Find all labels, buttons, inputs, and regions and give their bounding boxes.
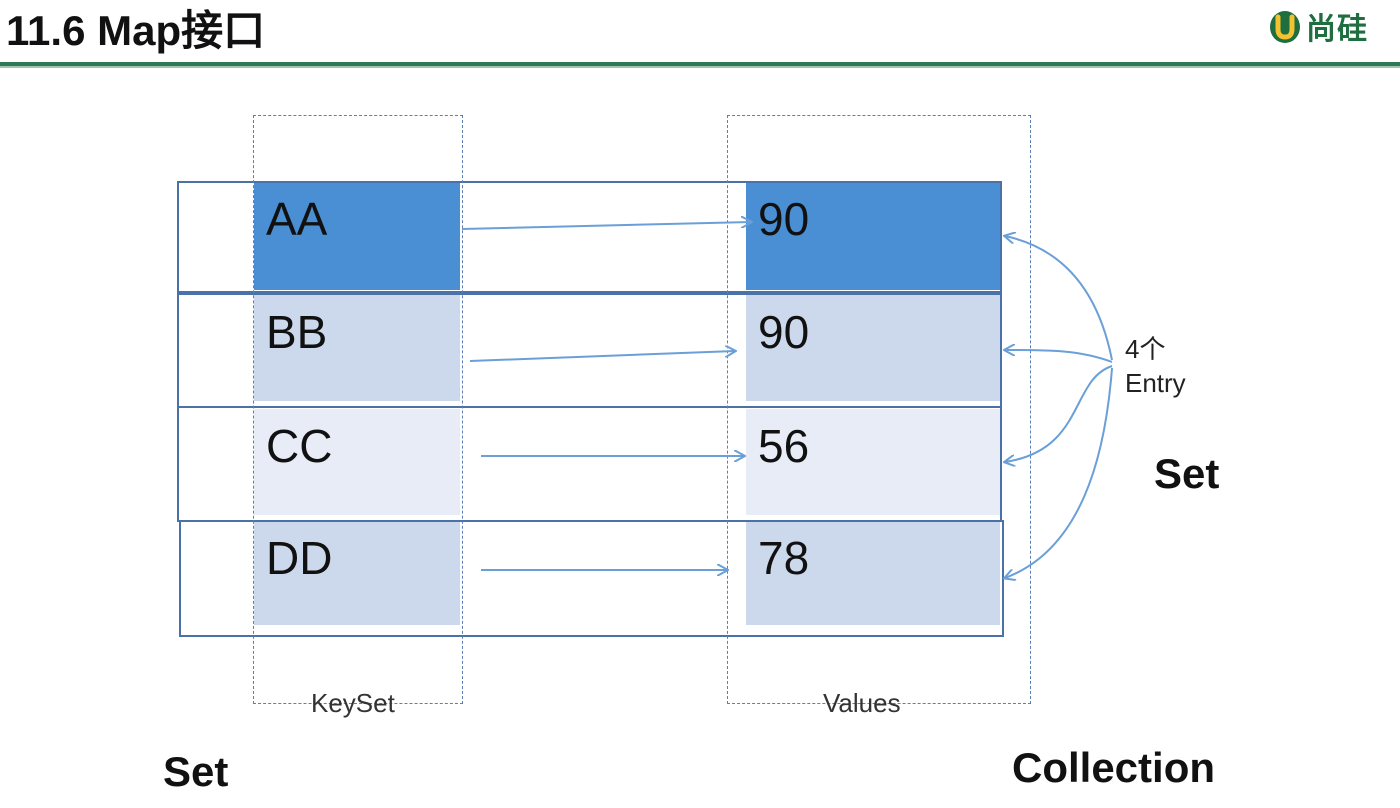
title-divider-light: [0, 66, 1400, 68]
keyset-type-label: Set: [163, 748, 229, 795]
value-label: 90: [758, 193, 810, 245]
entry-arrow-1: [1005, 236, 1113, 361]
key-cell-bb: BB: [254, 295, 460, 401]
u-logo-icon: [1270, 11, 1300, 43]
key-value-arrow-2: [469, 351, 735, 362]
entryset-type-label: Set: [1154, 450, 1220, 497]
key-label: DD: [266, 532, 333, 584]
values-box: [727, 115, 1031, 704]
value-cell-1: 90: [746, 182, 1000, 290]
key-label: BB: [266, 306, 328, 358]
brand-name: 尚硅: [1306, 13, 1368, 46]
value-label: 90: [758, 306, 810, 358]
keyset-caption: KeySet: [311, 688, 395, 718]
entry-arrow-3: [1005, 365, 1113, 462]
value-cell-4: 78: [746, 521, 1000, 625]
brand-logo: 尚硅: [1268, 6, 1368, 46]
entry-count-label: 4个 Entry: [1125, 332, 1186, 400]
entry-arrow-4: [1005, 367, 1113, 578]
key-cell-dd: DD: [254, 521, 460, 625]
key-cell-aa: AA: [254, 182, 460, 290]
key-label: CC: [266, 420, 333, 472]
page-title: 11.6 Map接口: [6, 7, 266, 54]
value-label: 78: [758, 532, 810, 584]
values-type-label: Collection: [1012, 744, 1216, 791]
value-cell-3: 56: [746, 409, 1000, 515]
key-label: AA: [266, 193, 328, 245]
value-cell-2: 90: [746, 295, 1000, 401]
title-divider: [0, 62, 1400, 66]
entry-count: 4个: [1125, 334, 1166, 364]
values-caption: Values: [823, 688, 901, 718]
entry-arrow-2: [1005, 350, 1113, 363]
value-label: 56: [758, 420, 810, 472]
keyset-box: [253, 115, 463, 704]
key-value-arrow-1: [461, 222, 751, 230]
entry-word: Entry: [1125, 368, 1186, 398]
entry-row-1: [177, 181, 1002, 293]
key-cell-cc: CC: [254, 409, 460, 515]
